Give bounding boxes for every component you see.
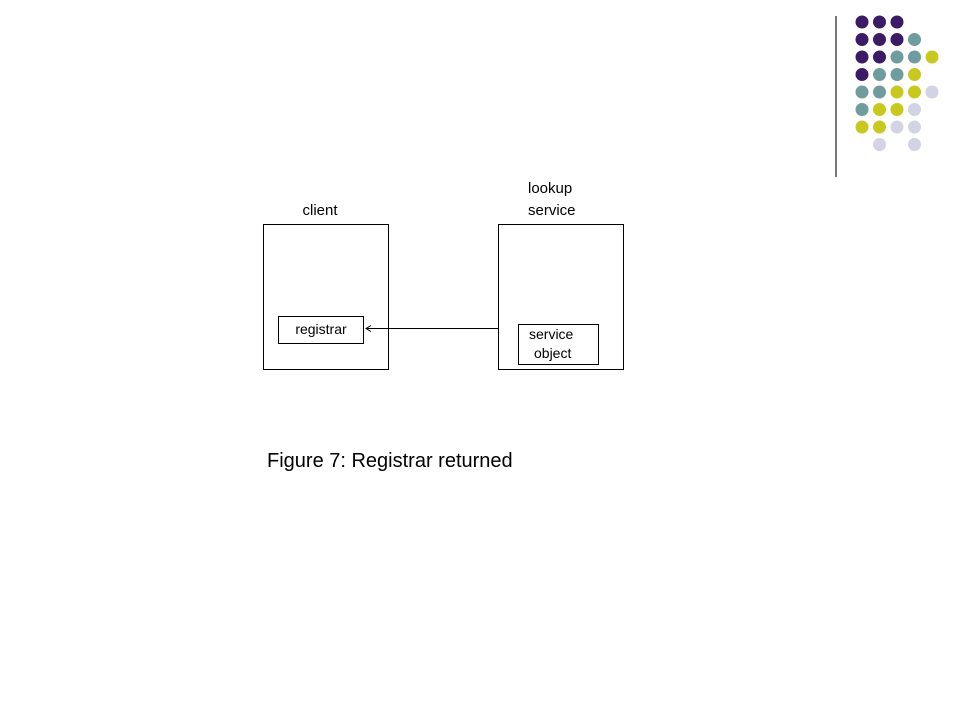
registrar-label: registrar [295,321,347,337]
client-label: client [302,202,338,219]
decoration-dot [855,33,869,46]
decoration-dot [890,50,904,64]
decoration-dot [890,103,904,116]
decoration-dot [855,50,869,64]
service-object-label-line2: object [534,345,571,361]
decoration-dot [873,50,886,64]
decoration-dot [908,68,921,81]
decoration-dot [925,85,939,99]
service-object-label-line1: service [529,326,574,342]
client-node: client registrar [263,202,389,370]
decoration-dot [890,33,904,46]
lookup-service-label-line1: lookup [528,180,572,197]
decoration-dot [908,33,921,46]
registrar-box [278,316,364,344]
figure-caption: Figure 7: Registrar returned [267,450,513,472]
decoration-dot [873,103,886,116]
client-box [263,224,389,370]
decoration-dot [855,85,869,99]
decoration-dot [873,33,886,46]
decoration-dot [873,85,886,99]
decoration-dot [908,120,921,134]
service-object-box [518,324,599,365]
arrow-head [365,325,372,332]
decoration-dot [908,138,921,151]
lookup-service-node: lookup service service object [498,180,624,370]
decoration-dot [908,85,921,99]
decoration-dot [908,103,921,116]
decoration-dot [890,85,904,99]
decoration-dot [855,15,869,29]
dot-grid-decoration [855,15,939,151]
decoration-dot [873,68,886,81]
decoration-dot [890,120,904,134]
decoration-dot [855,103,869,116]
decoration-dot [873,138,886,151]
decoration-dot [873,120,886,134]
registrar-return-arrow [365,325,498,332]
decoration-dot [890,15,904,29]
decoration-dot [908,50,921,64]
decoration-dot [890,68,904,81]
decoration-dot [855,68,869,81]
decoration-dot [873,15,886,29]
decoration-dot [855,120,869,134]
lookup-service-label-line2: service [528,202,576,219]
decoration-dot [925,50,939,64]
